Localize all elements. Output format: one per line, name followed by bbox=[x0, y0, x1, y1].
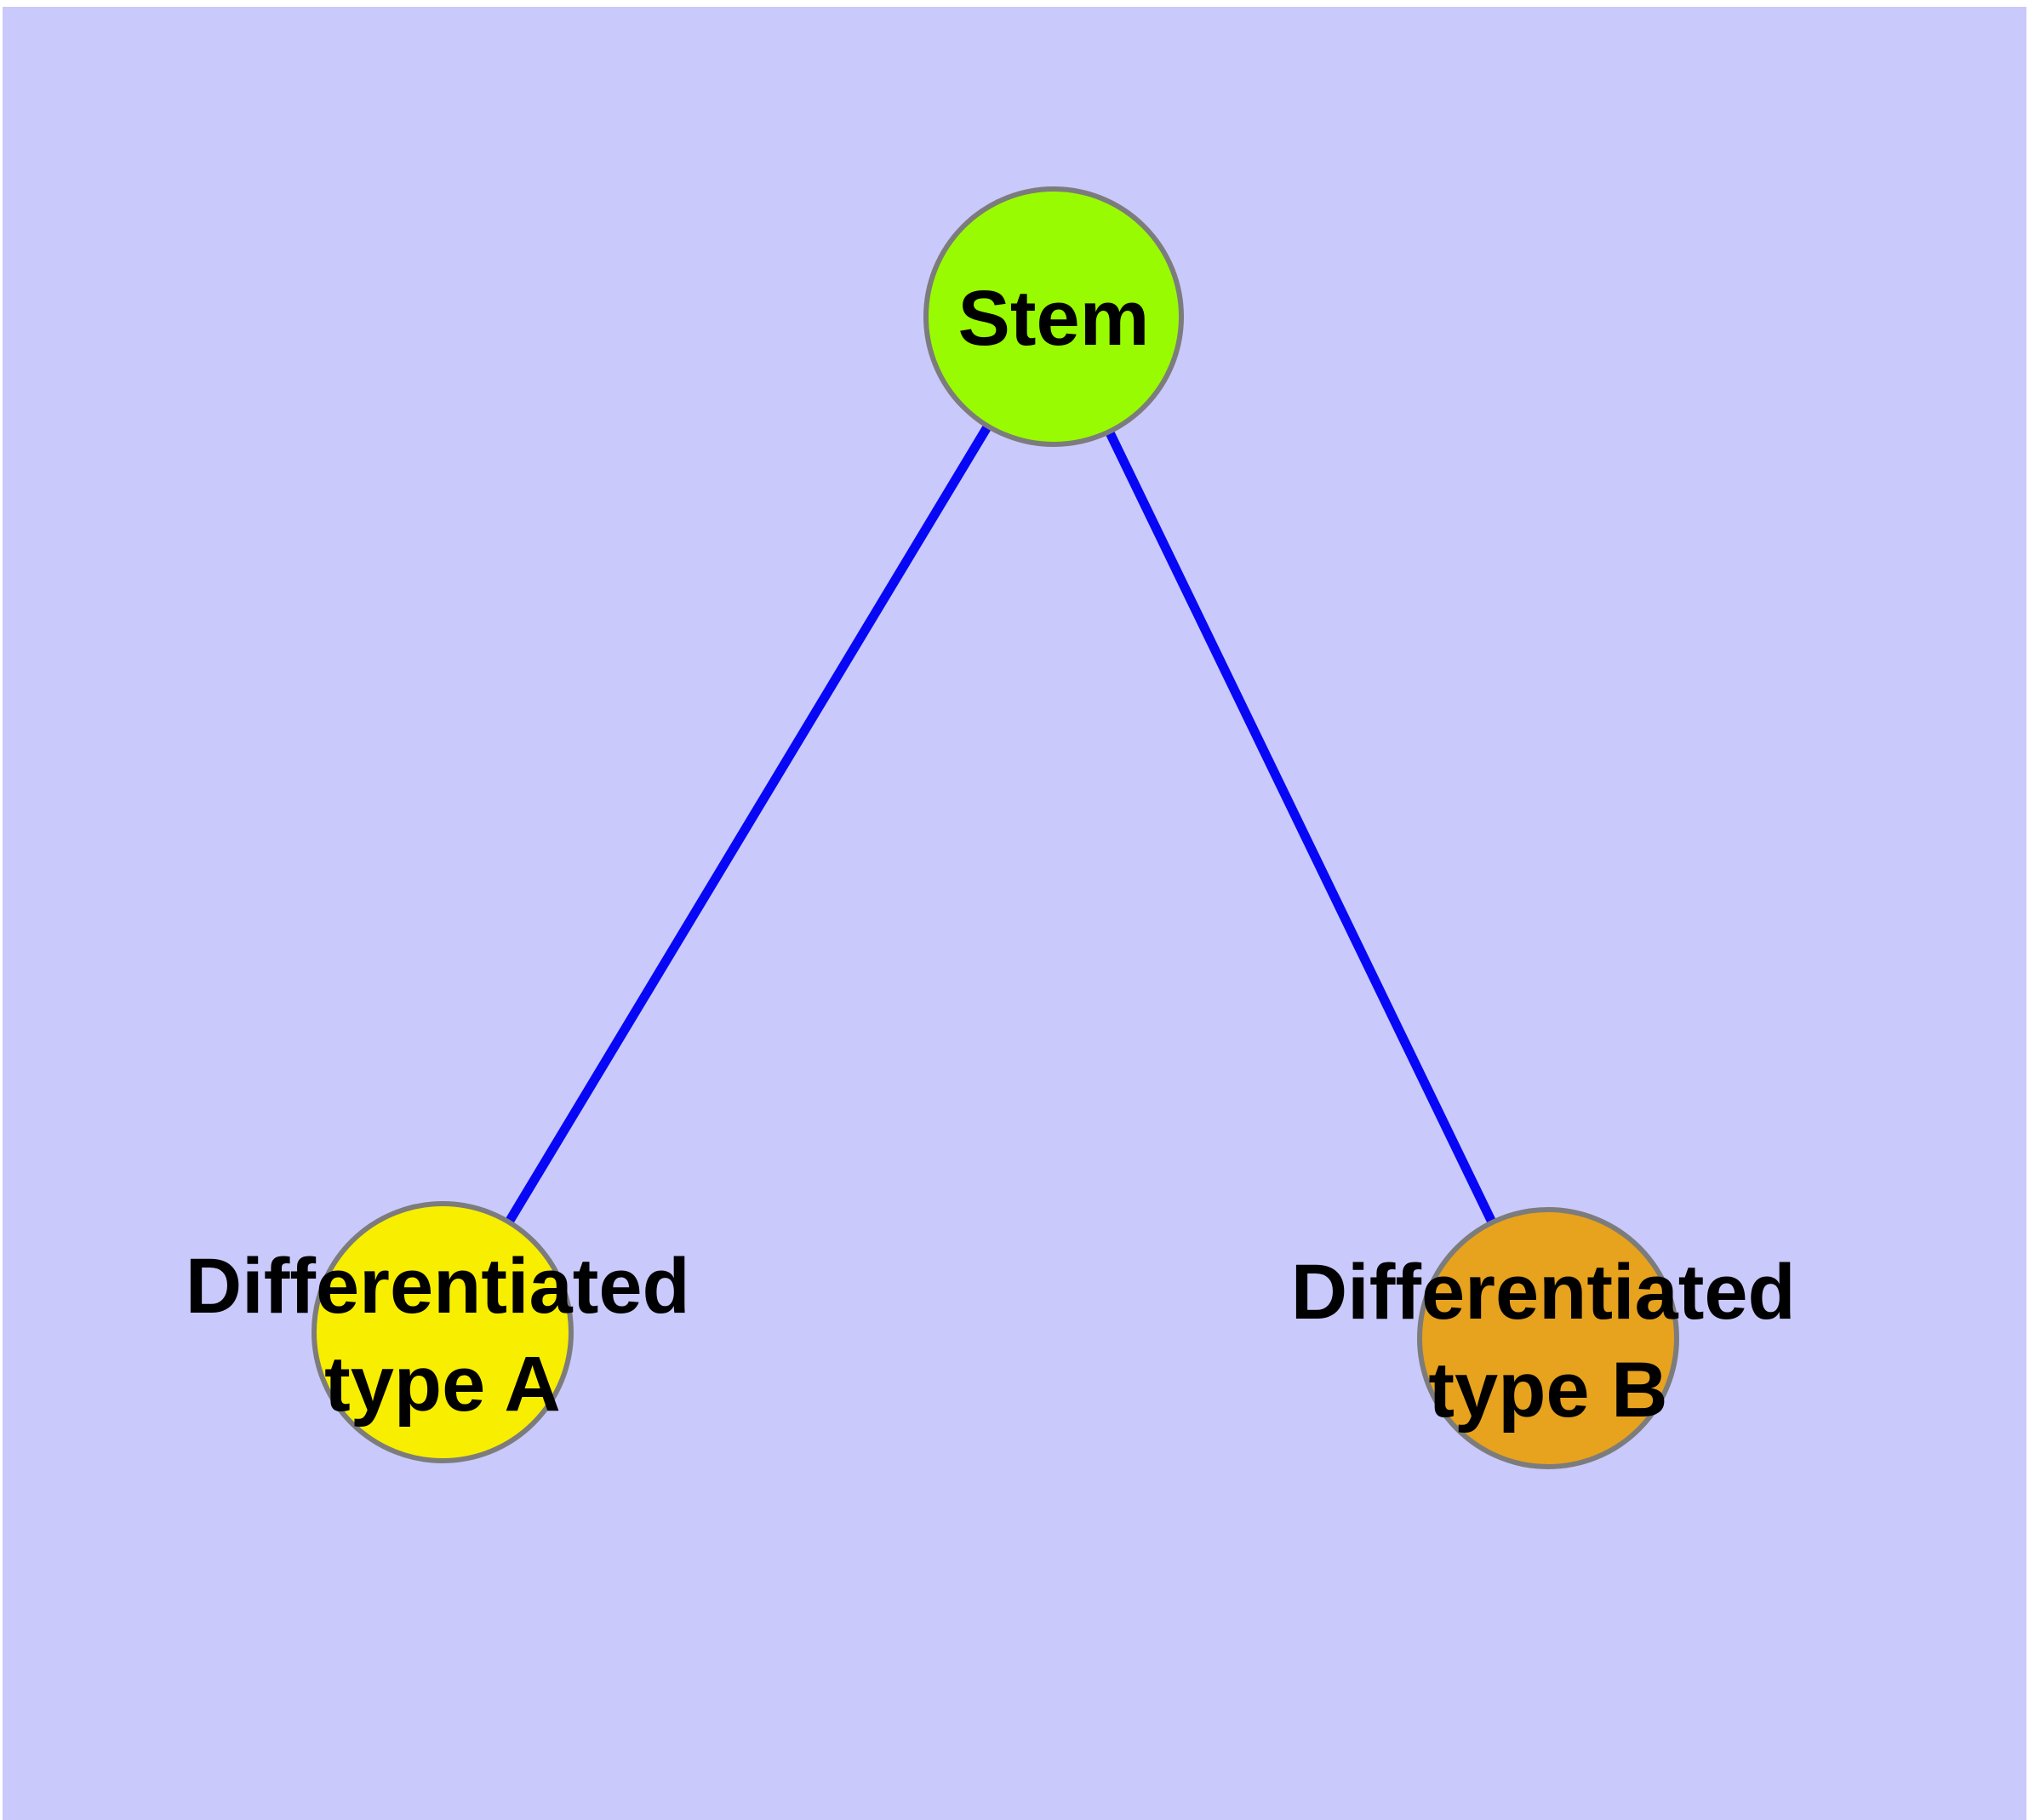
node-differentiated-type-a-label-line2: type A bbox=[324, 1341, 561, 1428]
node-differentiated-type-b-label-line2: type B bbox=[1428, 1347, 1667, 1434]
node-differentiated-type-a-label-line1: Differentiated bbox=[186, 1243, 690, 1330]
node-differentiated-type-b-label-line1: Differentiated bbox=[1291, 1249, 1796, 1336]
edge-stem-to-type-b bbox=[1049, 314, 1552, 1341]
node-differentiated-type-a-label: Differentiated type A bbox=[186, 1243, 712, 1428]
node-differentiated-type-b-label: Differentiated type B bbox=[1291, 1249, 1818, 1434]
edge-stem-to-type-a bbox=[438, 314, 1058, 1335]
node-differentiated-type-a-circle bbox=[311, 1201, 574, 1463]
node-stem-circle bbox=[923, 186, 1184, 447]
node-stem-label: Stem bbox=[958, 275, 1150, 362]
node-differentiated-type-b-circle bbox=[1417, 1207, 1679, 1469]
